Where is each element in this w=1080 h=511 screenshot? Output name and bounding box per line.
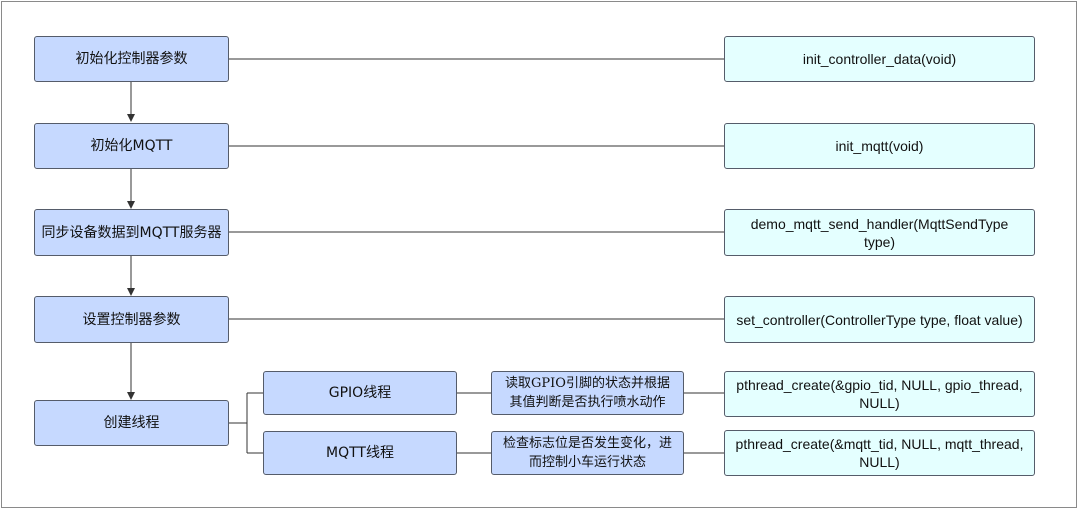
func-init-controller-data: init_controller_data(void)	[724, 36, 1035, 82]
thread-gpio: GPIO线程	[263, 371, 457, 415]
step-init-mqtt: 初始化MQTT	[34, 123, 229, 169]
func-set-controller: set_controller(ControllerType type, floa…	[724, 296, 1035, 343]
step-create-threads: 创建线程	[34, 400, 229, 446]
step-init-controller: 初始化控制器参数	[34, 36, 229, 82]
branch-bracket	[229, 392, 263, 454]
func-init-mqtt: init_mqtt(void)	[724, 123, 1035, 169]
func-gpio-pthread-create: pthread_create(&gpio_tid, NULL, gpio_thr…	[724, 371, 1035, 417]
func-mqtt-send-handler: demo_mqtt_send_handler(MqttSendType type…	[724, 209, 1035, 256]
thread-mqtt-description: 检查标志位是否发生变化，进而控制小车运行状态	[491, 431, 684, 475]
step-set-controller: 设置控制器参数	[34, 296, 229, 343]
thread-mqtt: MQTT线程	[263, 431, 457, 475]
func-mqtt-pthread-create: pthread_create(&mqtt_tid, NULL, mqtt_thr…	[724, 430, 1035, 476]
step-sync-data: 同步设备数据到MQTT服务器	[34, 209, 229, 256]
thread-gpio-description: 读取GPIO引脚的状态并根据其值判断是否执行喷水动作	[491, 371, 684, 415]
